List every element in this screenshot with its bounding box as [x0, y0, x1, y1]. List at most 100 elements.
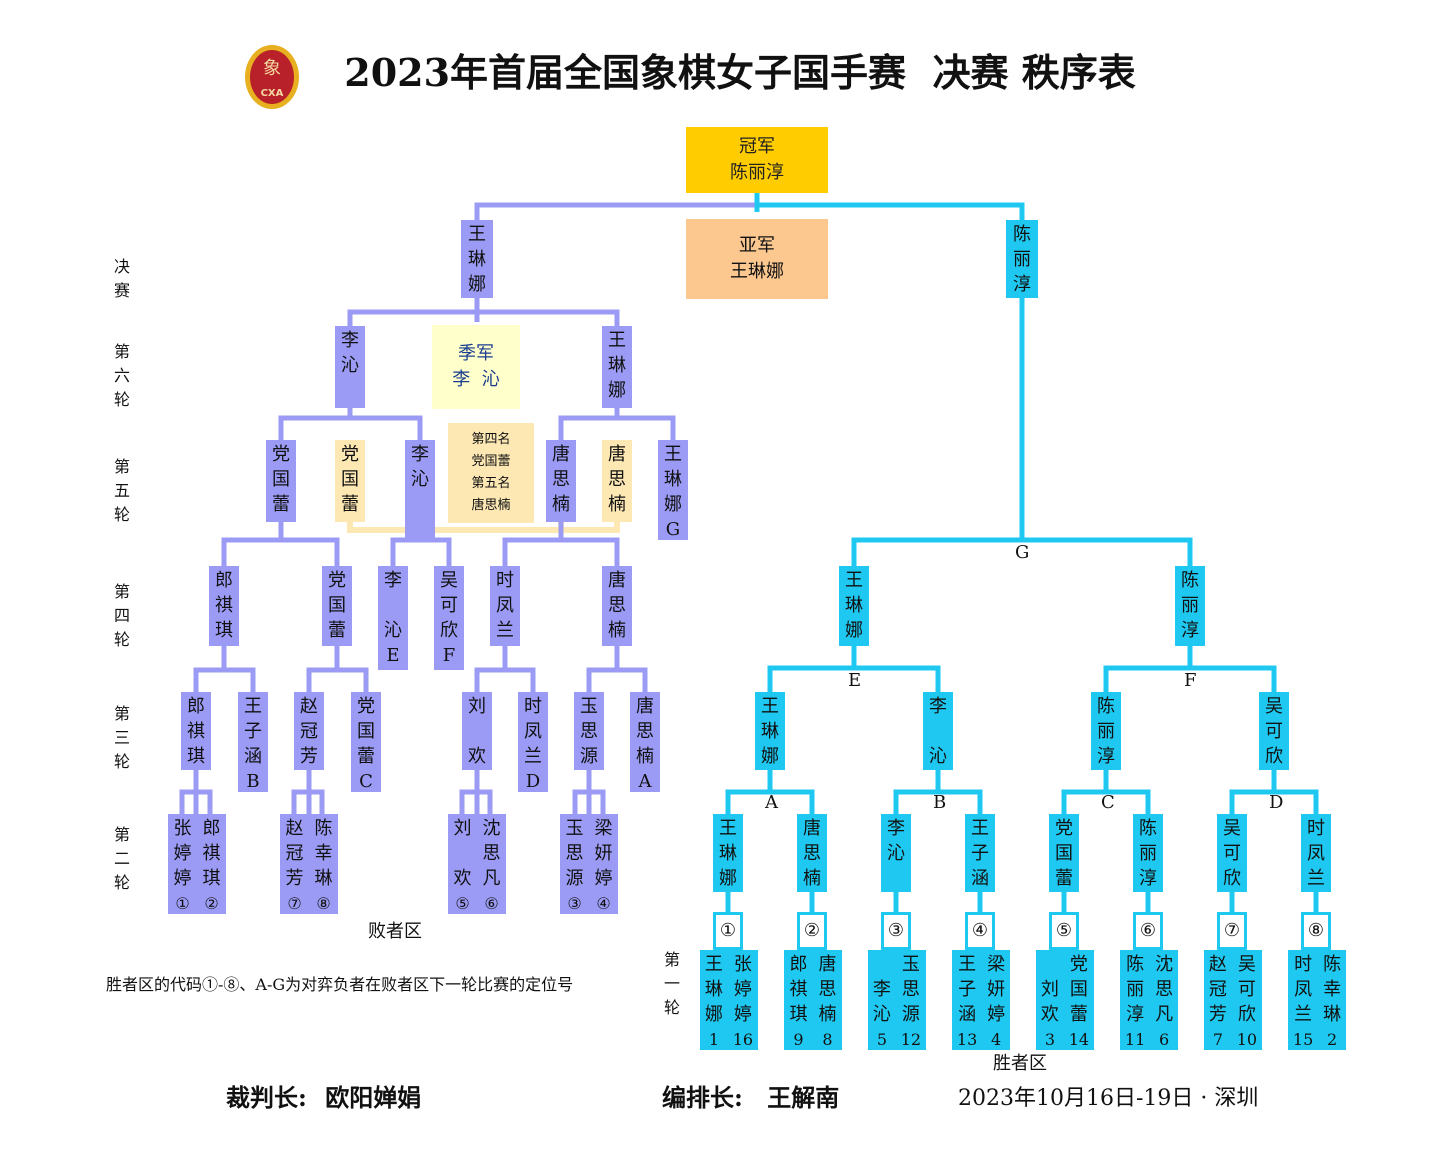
- player-char: 党: [1069, 954, 1088, 975]
- player-char: G: [665, 519, 681, 540]
- player-char: 党: [328, 570, 346, 591]
- player-char: 国: [272, 469, 290, 490]
- player-char: B: [246, 771, 260, 792]
- player-char: 祺: [202, 843, 221, 864]
- player-char: 党: [357, 696, 375, 717]
- player-char: 蕾: [272, 494, 290, 515]
- round2-winner-player: 李沁: [881, 814, 911, 892]
- cxa-logo: 象 CXA: [244, 44, 300, 110]
- player-char: 沈: [1155, 954, 1174, 975]
- player-char: 娜: [608, 380, 626, 401]
- player-char: 源: [580, 746, 598, 767]
- player-char: 娜: [468, 274, 486, 295]
- player-char: 婷: [594, 868, 613, 889]
- round2-winner-player: 王子涵: [965, 814, 995, 892]
- player-char: 淳: [1181, 620, 1199, 641]
- player-char: 楠: [608, 620, 626, 641]
- player-char: 4: [990, 1030, 1002, 1049]
- player-char: ①: [175, 894, 190, 913]
- player-char: 王: [958, 954, 977, 975]
- round6-right-player: 王琳娜: [602, 326, 632, 408]
- scheduler: 编排长: 王解南: [662, 1082, 839, 1114]
- player-char: 沁: [341, 355, 359, 376]
- player-char: [873, 952, 891, 977]
- player-char: 时: [524, 696, 542, 717]
- scheduler-name: 王解南: [767, 1083, 840, 1112]
- player-char: 楠: [636, 746, 654, 767]
- player-char: 陈: [1139, 818, 1157, 839]
- player-char: 刘: [1040, 979, 1059, 1000]
- winner-code-box: ①: [713, 912, 743, 950]
- round-label: 第六轮: [110, 340, 134, 412]
- player-char: 琳: [761, 721, 779, 742]
- round3-winner-player: 吴可欣: [1259, 692, 1289, 770]
- player-char: 陈: [314, 818, 333, 839]
- player-char: 郎: [215, 570, 233, 591]
- player-char: 琳: [704, 979, 723, 1000]
- player-char: 婷: [987, 1004, 1006, 1025]
- player-char: 妍: [987, 979, 1006, 1000]
- player-char: 1: [708, 1030, 719, 1049]
- winner-code: ⑥: [1139, 920, 1157, 941]
- third-place-box: 季军 李 沁: [432, 325, 520, 409]
- player-char: 娜: [664, 494, 682, 515]
- player-char: 唐: [608, 570, 626, 591]
- svg-text:象: 象: [263, 58, 281, 79]
- final-line-right: [757, 202, 1025, 220]
- player-char: ⑧: [316, 894, 331, 913]
- player-char: 涵: [958, 1004, 977, 1025]
- player-char: 梁: [987, 954, 1006, 975]
- referee: 裁判长: 欧阳婵娟: [226, 1082, 421, 1114]
- bracket-connector: [1229, 789, 1319, 814]
- player-char: 源: [901, 1004, 920, 1025]
- player-char: 婷: [173, 868, 192, 889]
- player-char: 可: [440, 595, 458, 616]
- page-title: 2023年首届全国象棋女子国手赛 决赛 秩序表: [344, 50, 1136, 95]
- player-char: 11: [1124, 1030, 1146, 1049]
- round2-winner-player: 陈丽淳: [1133, 814, 1163, 892]
- player-char: 欢: [453, 868, 472, 889]
- player-char: 李: [411, 444, 429, 465]
- bracket-connector: [291, 789, 325, 814]
- player-char: 李: [929, 696, 947, 717]
- player-char: 冠: [1208, 979, 1227, 1000]
- date-place: 2023年10月16日-19日 · 深圳: [958, 1086, 1259, 1111]
- player-char: 芳: [300, 746, 318, 767]
- player-char: 李: [887, 818, 905, 839]
- player-char: C: [359, 771, 373, 792]
- player-char: ⑦: [287, 894, 302, 913]
- scheduler-label: 编排长:: [662, 1083, 743, 1112]
- player-char: 唐: [608, 444, 626, 465]
- round-label-char: 轮: [113, 390, 130, 409]
- round6-left-player: 李沁: [335, 326, 365, 408]
- player-char: 婷: [173, 843, 192, 864]
- player-char: 沁: [929, 746, 947, 767]
- player-char: 13: [956, 1030, 978, 1049]
- player-char: 兰: [1294, 1004, 1313, 1025]
- round-label-char: 轮: [113, 630, 130, 649]
- round4-winner-player: 陈丽淳: [1175, 566, 1205, 646]
- logo-text: CXA: [261, 88, 284, 99]
- code-e-label: E: [848, 670, 862, 691]
- round1-pair: 王子涵 13 梁妍婷 4: [952, 950, 1010, 1050]
- player-char: 沁: [384, 620, 402, 641]
- player-char: 淳: [1139, 868, 1157, 889]
- player-char: 吴: [1237, 954, 1256, 975]
- legend-note: 胜者区的代码①-⑧、A-G为对弈负者在败者区下一轮比赛的定位号: [106, 975, 574, 994]
- player-char: 吴: [440, 570, 458, 591]
- player-char: 丽: [1097, 721, 1115, 742]
- bracket-connector: [459, 789, 493, 814]
- player-char: 子: [958, 979, 977, 1000]
- round2-winner-player: 吴可欣: [1217, 814, 1247, 892]
- player-char: 15: [1292, 1030, 1314, 1049]
- player-char: 赵: [1208, 954, 1227, 975]
- player-char: 思: [803, 843, 821, 864]
